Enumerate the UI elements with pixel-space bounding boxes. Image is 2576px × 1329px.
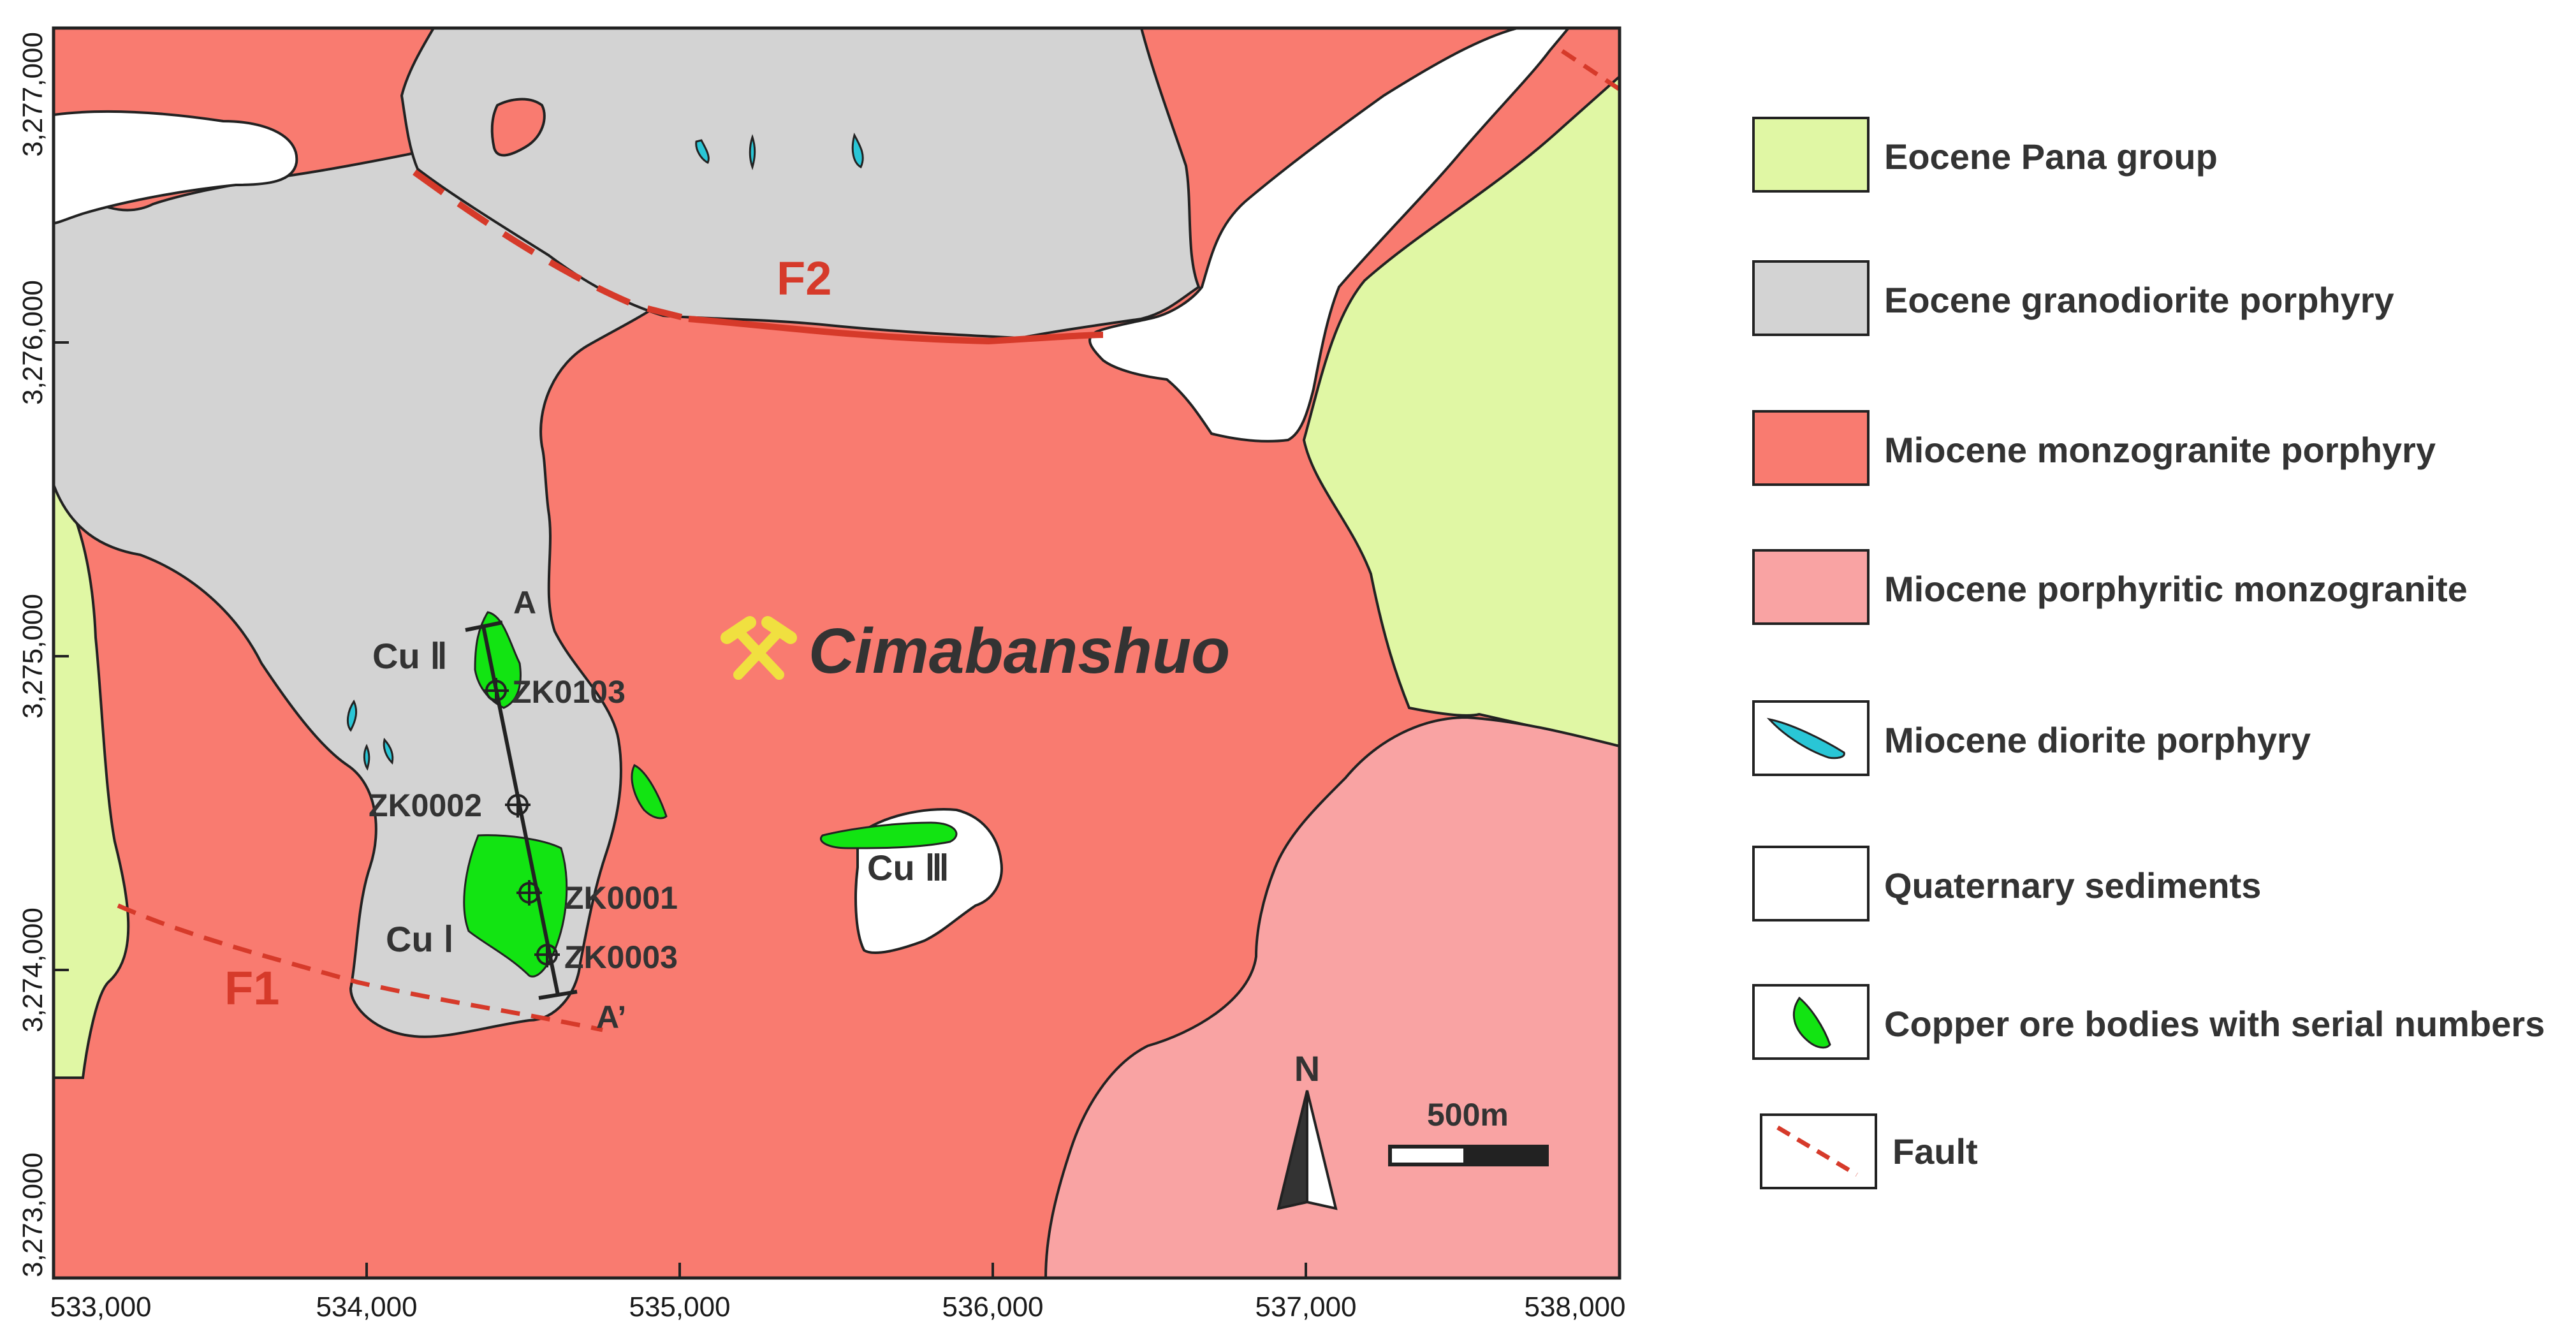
fault-ne-corner-line bbox=[1561, 49, 1620, 91]
copper-ore-legend-icon bbox=[1792, 996, 1831, 1049]
scale-label: 500m bbox=[1427, 1097, 1509, 1133]
drill-hole-zk0002-symbol bbox=[505, 792, 531, 818]
legend-item-miocene-diorite: Miocene diorite porphyry bbox=[1752, 700, 2311, 776]
legend-swatch-monzogranite-porphyry bbox=[1752, 410, 1870, 486]
drill-hole-label-zk0003: ZK0003 bbox=[564, 939, 678, 975]
legend-swatch-eocene-pana bbox=[1752, 117, 1870, 193]
north-arrow: N bbox=[1277, 1048, 1338, 1210]
legend-label: Copper ore bodies with serial numbers bbox=[1884, 1004, 2545, 1044]
legend-label: Quaternary sediments bbox=[1884, 865, 2261, 906]
scale-bar-segment-filled bbox=[1463, 1145, 1549, 1166]
y-tick-label: 3,276,000 bbox=[17, 280, 48, 405]
crossed-hammers-icon bbox=[721, 616, 797, 680]
legend-item-eocene-pana-group: Eocene Pana group bbox=[1752, 117, 2218, 193]
drill-hole-zk0003-symbol bbox=[534, 942, 560, 967]
diorite-porphyry-dikes bbox=[346, 132, 864, 771]
copper-ore-body-cu1 bbox=[463, 834, 568, 978]
copper-ore-body-small bbox=[631, 763, 668, 819]
fault-legend-icon bbox=[1776, 1125, 1858, 1177]
north-arrow-right-half bbox=[1306, 1090, 1338, 1210]
drill-hole-label-zk0103: ZK0103 bbox=[512, 674, 626, 710]
orebody-label-cu2: Cu Ⅱ bbox=[372, 636, 448, 676]
eocene-pana-right-area bbox=[1302, 75, 1620, 748]
legend-label: Eocene Pana group bbox=[1884, 136, 2218, 177]
quaternary-valley-east bbox=[1088, 28, 1570, 443]
legend-item-eocene-granodiorite: Eocene granodiorite porphyry bbox=[1752, 260, 2394, 336]
diorite-dike-legend-icon bbox=[1766, 717, 1845, 760]
legend-label: Miocene porphyritic monzogranite bbox=[1884, 569, 2468, 609]
drill-hole-zk0001-symbol bbox=[516, 880, 542, 906]
orebody-label-cu3: Cu Ⅲ bbox=[867, 848, 949, 888]
section-label-a-prime: A’ bbox=[596, 999, 626, 1035]
x-tick-label: 534,000 bbox=[316, 1291, 417, 1323]
fault-lines bbox=[117, 49, 1620, 1032]
quaternary-top-left bbox=[54, 110, 298, 225]
copper-ore-body-cu3 bbox=[820, 821, 958, 849]
diorite-dike bbox=[346, 699, 358, 732]
porphyritic-monzogranite-area bbox=[1044, 716, 1620, 1278]
scale-bar-segment-open bbox=[1388, 1145, 1467, 1166]
y-axis-tick-labels: 3,277,000 3,276,000 3,275,000 3,274,000 … bbox=[17, 32, 48, 1277]
fault-f2-solid-line bbox=[688, 316, 1104, 345]
legend-item-miocene-porphyritic-monzogranite: Miocene porphyritic monzogranite bbox=[1752, 549, 2468, 625]
drill-hole-label-zk0002: ZK0002 bbox=[369, 788, 482, 823]
drill-hole-zk0103-symbol bbox=[483, 678, 509, 703]
x-tick-label: 538,000 bbox=[1524, 1291, 1625, 1323]
section-label-a: A bbox=[513, 585, 536, 620]
y-tick-label: 3,274,000 bbox=[17, 907, 48, 1032]
legend-label: Eocene granodiorite porphyry bbox=[1884, 280, 2394, 320]
legend-item-copper-ore-bodies: Copper ore bodies with serial numbers bbox=[1752, 984, 2545, 1060]
granodiorite-porphyry-north-body bbox=[400, 28, 1201, 340]
fault-f1-line bbox=[117, 903, 603, 1032]
legend-label: Miocene diorite porphyry bbox=[1884, 720, 2311, 760]
diorite-dike bbox=[851, 132, 864, 169]
y-tick-label: 3,273,000 bbox=[17, 1152, 48, 1277]
diorite-dike bbox=[383, 737, 394, 765]
x-tick-label: 537,000 bbox=[1255, 1291, 1356, 1323]
map-frame: F2 F1 A A’ Cu Ⅱ Cu Ⅰ Cu Ⅲ ZK0103 ZK0002 … bbox=[54, 28, 1620, 1278]
drill-holes bbox=[483, 678, 560, 967]
diorite-dike bbox=[749, 134, 756, 170]
x-axis-tick-labels: 533,000 534,000 535,000 536,000 537,000 … bbox=[50, 1291, 1625, 1323]
section-tick-a-prime bbox=[538, 990, 578, 1000]
legend-item-quaternary-sediments: Quaternary sediments bbox=[1752, 846, 2261, 921]
x-tick-label: 536,000 bbox=[942, 1291, 1043, 1323]
legend-swatch-porphyritic-monzogranite bbox=[1752, 549, 1870, 625]
y-axis bbox=[54, 341, 69, 971]
north-label: N bbox=[1294, 1048, 1320, 1089]
y-tick-label: 3,277,000 bbox=[17, 32, 48, 157]
legend-label: Fault bbox=[1892, 1131, 1978, 1171]
legend-swatch-quaternary bbox=[1752, 846, 1870, 921]
diorite-dike bbox=[363, 744, 370, 771]
legend-label: Miocene monzogranite porphyry bbox=[1884, 430, 2436, 470]
legend-swatch-granodiorite bbox=[1752, 260, 1870, 336]
fault-label-f2: F2 bbox=[777, 252, 831, 305]
drill-hole-label-zk0001: ZK0001 bbox=[564, 880, 678, 916]
x-tick-label: 535,000 bbox=[629, 1291, 730, 1323]
site-name: Cimabanshuo bbox=[809, 615, 1230, 687]
map-border bbox=[52, 26, 1621, 1280]
eocene-pana-left-strip bbox=[54, 469, 130, 1079]
legend: Eocene Pana group Eocene granodiorite po… bbox=[1752, 117, 2545, 1189]
fault-f2-dashed-line bbox=[413, 169, 690, 322]
legend-item-fault: Fault bbox=[1760, 1113, 1978, 1189]
legend-item-miocene-monzogranite-porphyry: Miocene monzogranite porphyry bbox=[1752, 410, 2436, 486]
y-tick-label: 3,275,000 bbox=[17, 594, 48, 719]
x-axis bbox=[365, 1263, 1307, 1278]
diorite-dike bbox=[695, 139, 710, 165]
x-tick-label: 533,000 bbox=[50, 1291, 151, 1323]
copper-ore-bodies bbox=[463, 611, 958, 978]
fault-label-f1: F1 bbox=[224, 962, 279, 1015]
orebody-label-cu1: Cu Ⅰ bbox=[386, 919, 454, 959]
section-tick-a bbox=[465, 620, 503, 632]
scale-bar: 500m bbox=[1388, 1097, 1549, 1166]
monzogranite-porphyry-small-body bbox=[490, 98, 546, 157]
